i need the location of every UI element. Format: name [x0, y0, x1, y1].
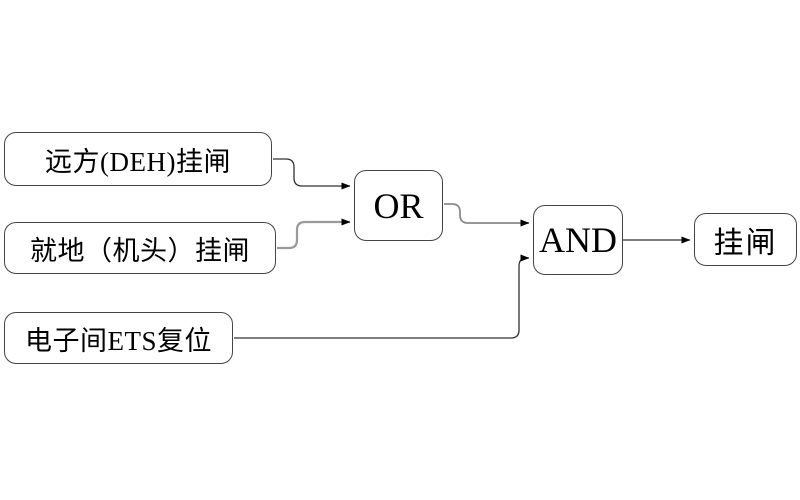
node-output-latch-label: 挂闸: [713, 226, 778, 260]
connector-input2-to-or: [277, 218, 351, 250]
node-local-head-latch-label: 就地（机头）挂闸: [30, 235, 250, 266]
node-remote-deh-latch: 远方(DEH)挂闸: [4, 132, 272, 186]
connector-input3-to-and: [234, 254, 530, 339]
connector-input1-to-or: [273, 158, 351, 190]
node-remote-deh-latch-label: 远方(DEH)挂闸: [45, 146, 231, 177]
and-gate: AND: [533, 205, 623, 275]
node-output-latch: 挂闸: [694, 213, 797, 266]
connector-or-to-and: [444, 203, 530, 227]
or-gate: OR: [354, 170, 443, 241]
node-local-head-latch: 就地（机头）挂闸: [4, 222, 276, 274]
and-gate-label: AND: [539, 220, 617, 260]
node-ets-reset-label: 电子间ETS复位: [24, 325, 212, 356]
or-gate-label: OR: [373, 185, 424, 226]
node-ets-reset: 电子间ETS复位: [4, 312, 233, 364]
